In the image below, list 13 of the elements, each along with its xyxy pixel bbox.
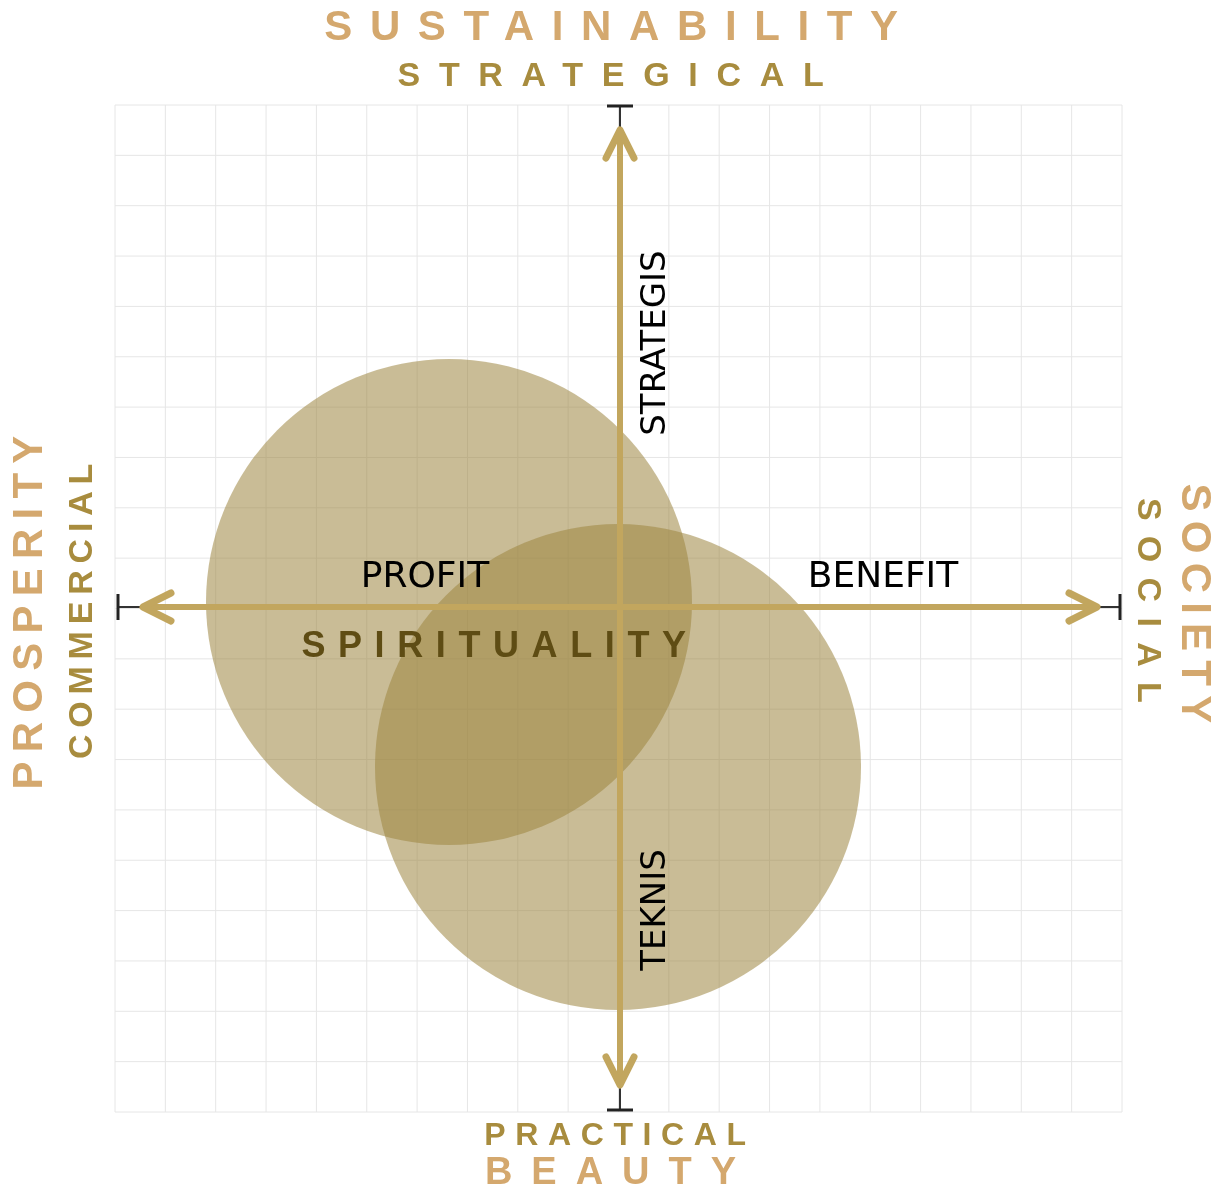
axis-title: SUSTAINABILITY (324, 5, 916, 47)
axis-title: STRATEGICAL (397, 57, 843, 91)
axis-title: SOCIAL (1133, 497, 1167, 719)
center-label: SPIRITUALITY (301, 627, 699, 663)
axis-title: PRACTICAL (484, 1118, 756, 1150)
quadrant-label: PROFIT (360, 557, 490, 593)
quadrant-label: BENEFIT (807, 557, 959, 593)
axis-title: BEAUTY (484, 1152, 756, 1190)
axis-title: PROSPERITY (7, 426, 49, 790)
axis-title: COMMERCIAL (63, 456, 97, 760)
axis-label: STRATEGIS (636, 250, 670, 436)
axis-label: TEKNIS (636, 849, 670, 971)
axis-title: SOCIETY (1175, 483, 1217, 733)
